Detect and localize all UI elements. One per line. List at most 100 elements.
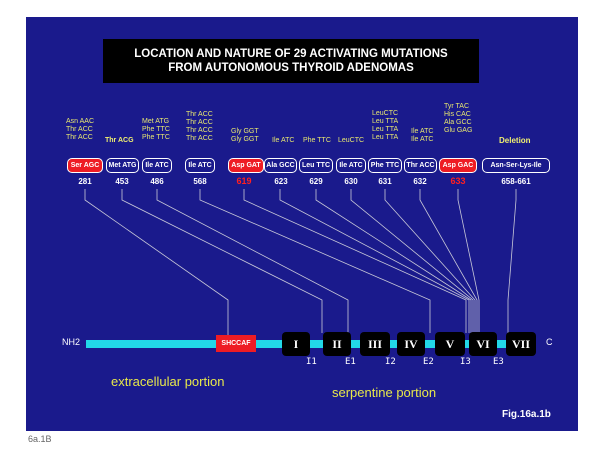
codon-label: LeuCTC [338,137,365,144]
codon-label: Thr ACC [186,135,213,142]
mutation-box-630: Ile ATC [336,158,366,173]
connector-568 [199,189,431,333]
loop-I1: I1 [306,357,317,367]
position-658-661: 658-661 [501,177,531,186]
mutation-box-619: Asp GAT [228,158,264,173]
mutation-box-281: Ser AGC [67,158,103,173]
codon-label: Ile ATC [272,137,295,144]
connector-281 [84,189,229,336]
codon-label: Phe TTC [303,137,331,144]
mutation-box-631: Phe TTC [368,158,402,173]
codon-label: Glu GAG [444,127,473,134]
position-281: 281 [78,177,92,186]
serpentine-label: serpentine portion [332,385,437,400]
title-line-2: FROM AUTONOMOUS THYROID ADENOMAS [168,62,414,74]
position-629: 629 [309,177,323,186]
codon-label: Thr ACC [186,127,213,134]
nh2-terminus-label: NH2 [62,337,81,347]
corner-caption: 6a.1B [28,434,52,444]
mutation-box-658-661: Asn-Ser-Lys-Ile [482,158,550,173]
connector-631 [384,189,476,333]
mutation-box-486: Ile ATC [142,158,172,173]
position-486: 486 [150,177,164,186]
helix-IV: IV [397,332,425,356]
codon-list-632: Ile ATC Ile ATC [411,128,471,144]
codon-list-630: LeuCTC [338,137,398,145]
helix-VI: VI [469,332,497,356]
position-633: 633 [450,176,466,186]
codon-label: Phe TTC [142,134,170,141]
codon-label: Ile ATC [411,136,434,143]
position-630: 630 [344,177,358,186]
figure-reference: Fig.16a.1b [502,409,551,420]
codon-list-631: LeuCTC Leu TTA Leu TTA Leu TTA [372,110,432,142]
codon-label: Thr ACC [66,134,93,141]
codon-list-633: Tyr TAC His CAC Ala GCC Glu GAG [444,103,504,135]
helix-V: V [435,332,465,356]
position-619: 619 [236,176,252,186]
mutation-box-568: Ile ATC [185,158,215,173]
codon-list-486: Met ATG Phe TTC Phe TTC [142,118,202,142]
codon-label: His CAC [444,111,471,118]
deletion-label: Deletion [499,137,559,145]
codon-list-568: Thr ACC Thr ACC Thr ACC Thr ACC [186,111,246,143]
codon-label: Ile ATC [411,128,434,135]
loop-E3: E3 [493,357,504,367]
connector-486 [156,189,349,333]
codon-label: Deletion [499,136,531,145]
loop-E2: E2 [423,357,434,367]
mutation-box-633: Asp GAC [439,158,477,173]
extracellular-label: extracellular portion [111,374,225,389]
loop-E1: E1 [345,357,356,367]
helix-I: I [282,332,310,356]
position-623: 623 [274,177,288,186]
connector-632 [419,189,478,333]
codon-label: Leu TTA [372,134,399,141]
codon-list-619: Gly GGT Gly GGT [231,128,291,144]
connector-629 [315,189,472,333]
codon-list-281: Asn AAC Thr ACC Thr ACC [66,118,126,142]
codon-label: LeuCTC [372,110,399,117]
c-terminus-label: C [546,337,553,347]
codon-list-453: Thr ACG [105,137,165,145]
codon-label: Leu TTA [372,118,399,125]
connector-630 [350,189,474,333]
codon-label: Thr ACC [186,111,213,118]
codon-label: Gly GGT [231,136,259,143]
connector-453 [121,189,323,333]
connector-633 [457,189,480,333]
codon-list-629: Phe TTC [303,137,363,145]
mutation-box-632: Thr ACC [404,158,437,173]
codon-label: Gly GGT [231,128,259,135]
codon-label: Thr ACC [66,126,93,133]
codon-label: Leu TTA [372,126,399,133]
slide-background [26,17,578,431]
codon-label: Met ATG [142,118,170,125]
title-line-1: LOCATION AND NATURE OF 29 ACTIVATING MUT… [134,48,448,60]
cleavage-site-box: SHCCAF [216,335,256,352]
position-631: 631 [378,177,392,186]
connector-658-661 [507,189,517,333]
codon-label: Thr ACG [105,137,134,144]
codon-label: Phe TTC [142,126,170,133]
position-568: 568 [193,177,207,186]
connector-623 [279,189,470,333]
mutation-box-453: Met ATG [106,158,139,173]
position-632: 632 [413,177,427,186]
mutation-box-629: Leu TTC [299,158,333,173]
helix-VII: VII [506,332,536,356]
helix-III: III [360,332,390,356]
position-453: 453 [115,177,129,186]
codon-label: Thr ACC [186,119,213,126]
codon-label: Tyr TAC [444,103,470,110]
connector-619 [243,189,467,333]
codon-list-623: Ile ATC [272,137,332,145]
mutation-box-623: Ala GCC [264,158,297,173]
codon-label: Asn AAC [66,118,95,125]
loop-I2: I2 [385,357,396,367]
helix-II: II [323,332,351,356]
codon-label: Ala GCC [444,119,472,126]
loop-I3: I3 [460,357,471,367]
